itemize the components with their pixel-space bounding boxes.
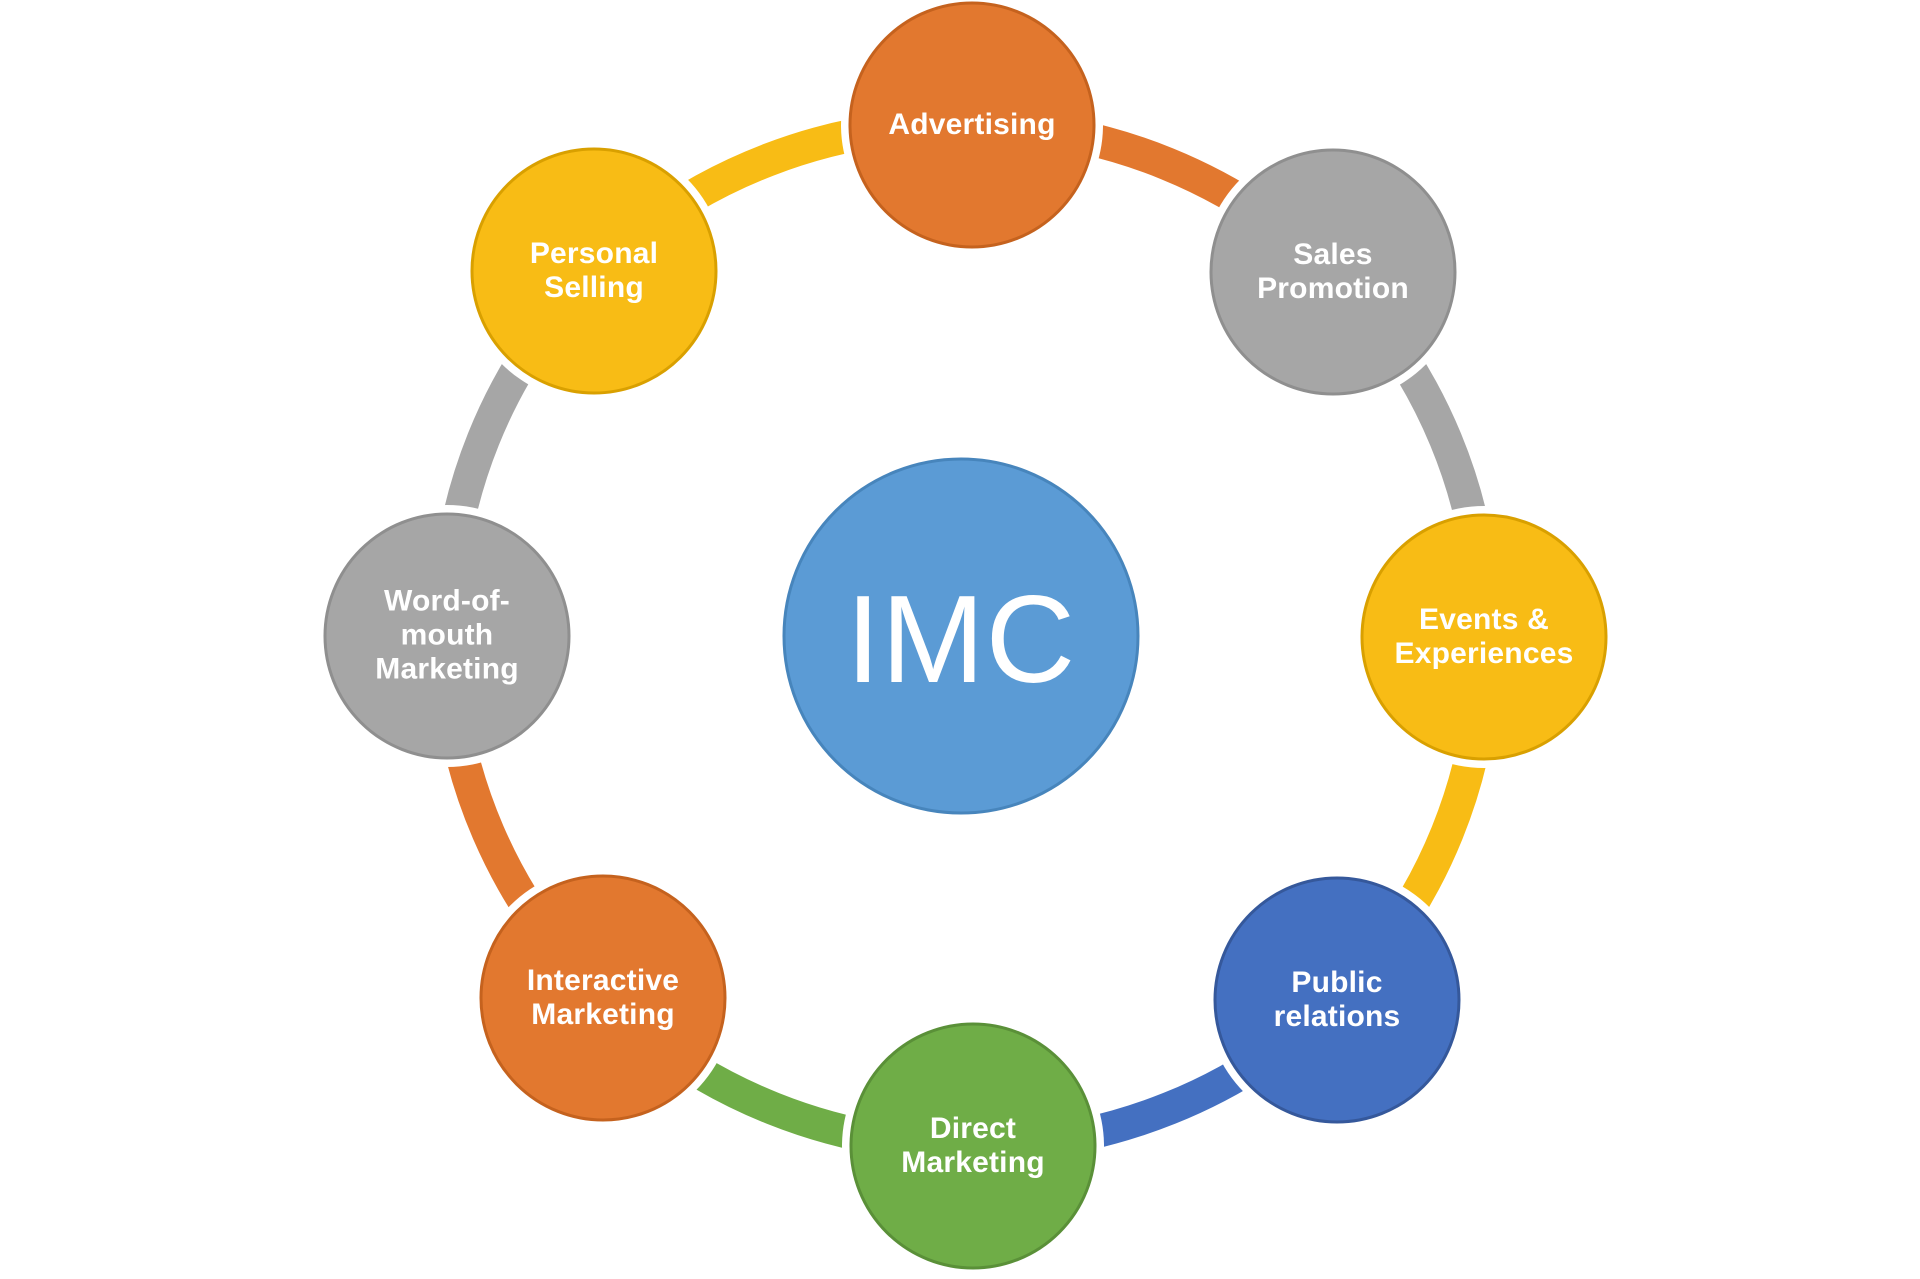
node-circle-interactive-marketing xyxy=(479,874,727,1122)
label-interactive-marketing: Interactive Marketing xyxy=(526,963,680,1031)
label-personal-selling: Personal Selling xyxy=(529,236,659,304)
node-circle-advertising xyxy=(848,1,1096,249)
node-circle-public-relations xyxy=(1213,876,1461,1124)
node-circle-sales-promotion xyxy=(1209,148,1457,396)
node-circle-word-of-mouth xyxy=(323,512,571,760)
node-circle-personal-selling xyxy=(470,147,718,395)
label-word-of-mouth: Word-of- mouth Marketing xyxy=(375,584,519,687)
label-advertising: Advertising xyxy=(888,107,1056,141)
label-public-relations: Public relations xyxy=(1273,965,1401,1033)
label-sales-promotion: Sales Promotion xyxy=(1257,237,1409,305)
node-circles xyxy=(323,1,1608,1270)
node-circle-events-experiences xyxy=(1360,513,1608,761)
label-events-experiences: Events & Experiences xyxy=(1394,602,1574,670)
label-direct-marketing: Direct Marketing xyxy=(901,1111,1045,1179)
node-circle-direct-marketing xyxy=(849,1022,1097,1270)
center-circle-imc xyxy=(782,457,1140,815)
label-imc: IMC xyxy=(845,571,1077,709)
